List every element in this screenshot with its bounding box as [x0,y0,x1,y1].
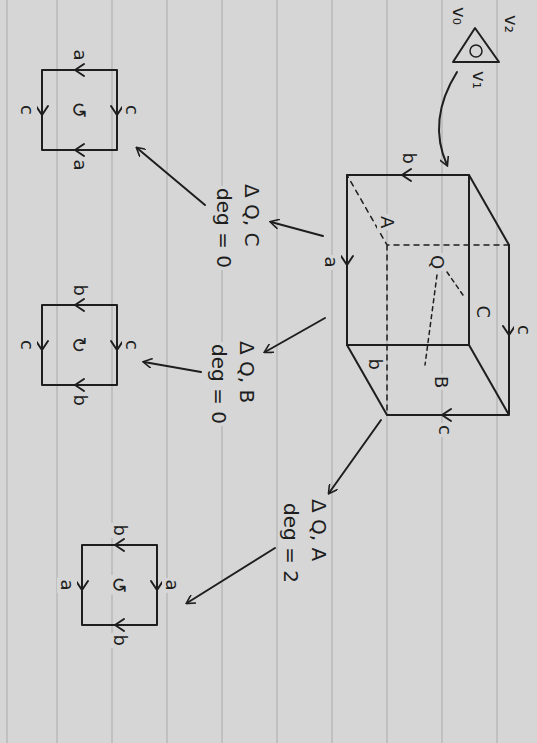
edge-label: a [162,578,183,593]
edge-label: a [70,158,91,173]
square [82,545,157,625]
annotation: deg = 0 [208,342,231,426]
triangle [453,28,499,62]
edge-arrows [36,299,123,391]
edge-label: c [435,423,456,437]
orientation-mark [470,45,482,57]
leader-arrow [144,362,201,372]
edge-label: c [17,103,38,117]
edge-arrows [36,64,123,156]
annotation: Δ Q, A [308,497,331,563]
dashed-lines [425,272,465,365]
leader-arrow [329,420,381,493]
face-label: A [377,214,398,230]
hidden-edges [347,175,509,415]
edge-label: b [70,393,91,408]
ruled-lines [7,0,497,743]
edge-arrow [442,409,451,421]
edge-label: b [365,357,386,372]
map-arrow [439,72,457,165]
leader-arrow [137,148,205,205]
vertex-label: v₁ [469,69,490,91]
leader-arrow [265,318,325,352]
annotation: deg = 0 [213,186,236,270]
edge-arrow [402,169,411,181]
square [42,70,117,150]
edge-label: a [57,578,78,593]
face-label: C [473,304,494,321]
orientation-mark: ↺ [108,575,131,596]
edge-label: b [110,633,131,648]
face-label: B [431,374,452,390]
cube-front-face [347,175,469,345]
edge-label: b [399,151,420,166]
edge-label: a [70,48,91,63]
annotation: Δ Q, C [241,182,264,248]
annotation: deg = 2 [280,501,303,585]
edge-label: c [514,323,535,337]
cube-edges [347,175,509,415]
leader-arrow [187,548,275,603]
vertex-label: v₂ [501,13,522,35]
edge-label: c [122,103,143,117]
edge-label: b [70,283,91,298]
edge-label: c [17,338,38,352]
orientation-mark: ↺ [68,100,91,121]
edge-arrows [76,539,163,631]
edge-arrow [341,256,353,265]
leader-arrow [271,222,323,236]
annotation: Δ Q, B [236,339,259,405]
square [42,305,117,385]
edge-label: a [321,255,342,270]
point-label: Q [427,253,448,271]
edge-label: c [122,338,143,352]
vertex-label: v₀ [449,5,470,27]
orientation-mark: ↻ [68,335,91,356]
edge-label: b [110,523,131,538]
